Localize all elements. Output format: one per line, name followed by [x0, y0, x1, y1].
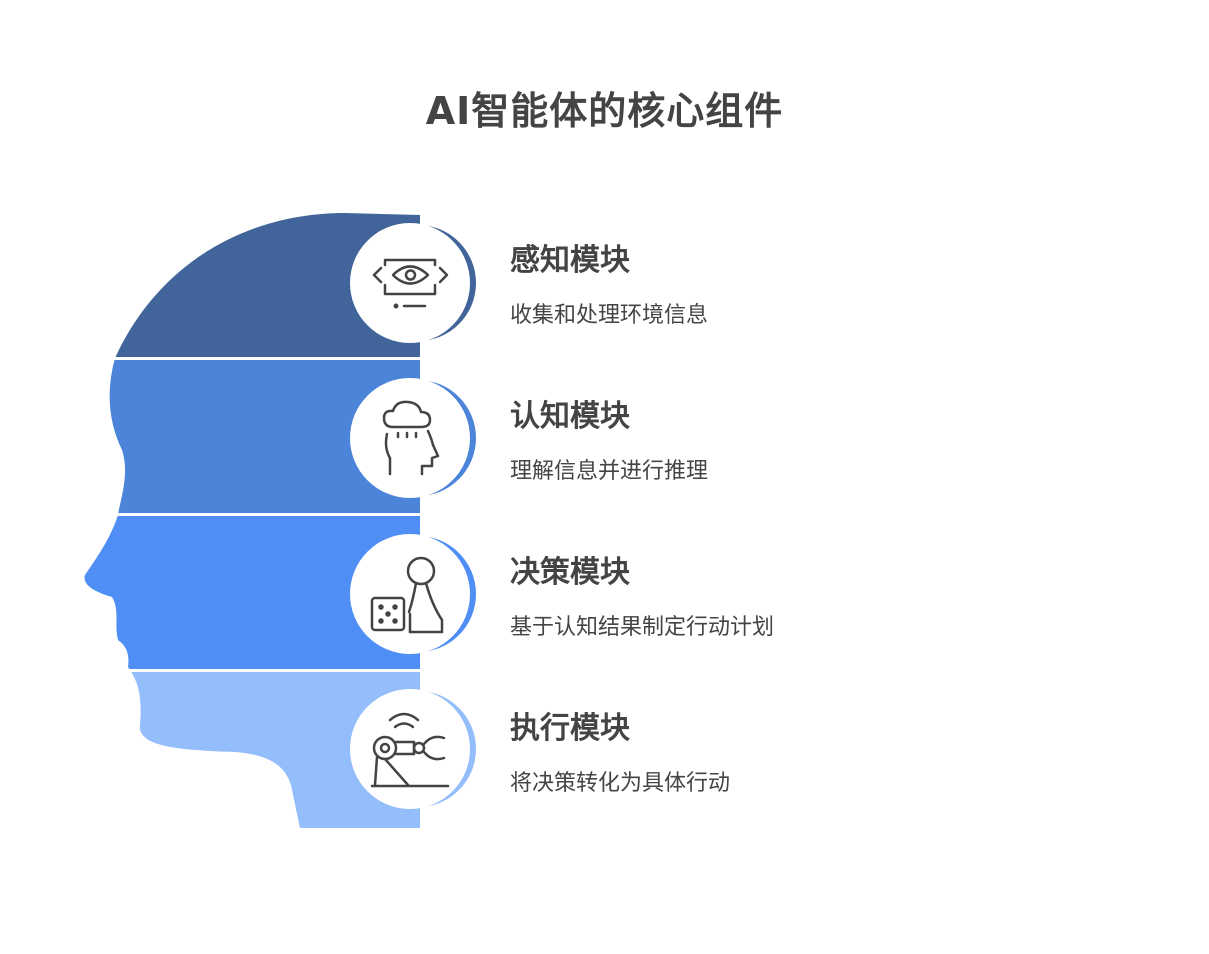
decision-module-desc: 基于认知结果制定行动计划	[510, 615, 775, 640]
robot-arm-icon	[370, 712, 450, 788]
cognition-icon-circle	[350, 378, 476, 498]
decision-module-title: 决策模块	[510, 555, 630, 590]
head-thinking-icon	[382, 400, 440, 476]
perception-module-desc: 收集和处理环境信息	[510, 303, 709, 328]
decision-icon-circle	[350, 534, 476, 654]
cognition-module-title: 认知模块	[510, 399, 630, 434]
dice-and-pawn-icon	[370, 556, 444, 634]
perception-module-title: 感知模块	[510, 243, 630, 278]
diagram-title: AI智能体的核心组件	[425, 89, 784, 133]
band-2-shape	[109, 360, 420, 513]
band-4-shape	[131, 672, 420, 828]
head-band-cognition	[109, 360, 420, 513]
head-band-decision	[84, 516, 420, 669]
perception-icon-circle	[350, 223, 476, 343]
band-1-shape	[115, 213, 420, 357]
band-3-shape	[84, 516, 420, 669]
head-band-execution	[131, 672, 420, 828]
head-band-perception	[115, 213, 420, 357]
execution-module-title: 执行模块	[510, 711, 630, 746]
execution-module-desc: 将决策转化为具体行动	[510, 771, 731, 796]
cognition-module-desc: 理解信息并进行推理	[510, 459, 709, 484]
eye-scan-icon	[372, 258, 449, 309]
execution-icon-circle	[350, 689, 476, 809]
